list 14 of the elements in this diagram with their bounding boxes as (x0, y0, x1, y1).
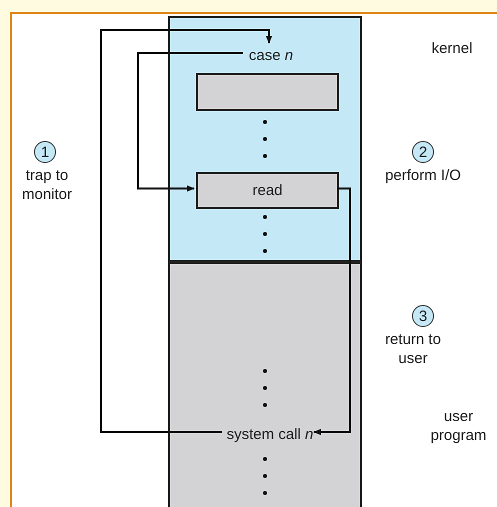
step-caption: return to user (384, 331, 442, 368)
arrow (313, 188, 351, 436)
step-caption: trap to monitor (20, 167, 74, 204)
kernel-region (168, 16, 362, 262)
code-label: system call n (224, 424, 316, 444)
arrow (100, 29, 272, 433)
table-entry-box (196, 73, 339, 111)
arrow (137, 52, 243, 192)
step-caption: perform I/O (384, 167, 462, 186)
region-label: user program (430, 408, 488, 446)
region-label: kernel (430, 40, 474, 59)
user-region (168, 262, 362, 507)
code-label: case n (247, 45, 295, 65)
table-entry-box: read (196, 172, 339, 209)
